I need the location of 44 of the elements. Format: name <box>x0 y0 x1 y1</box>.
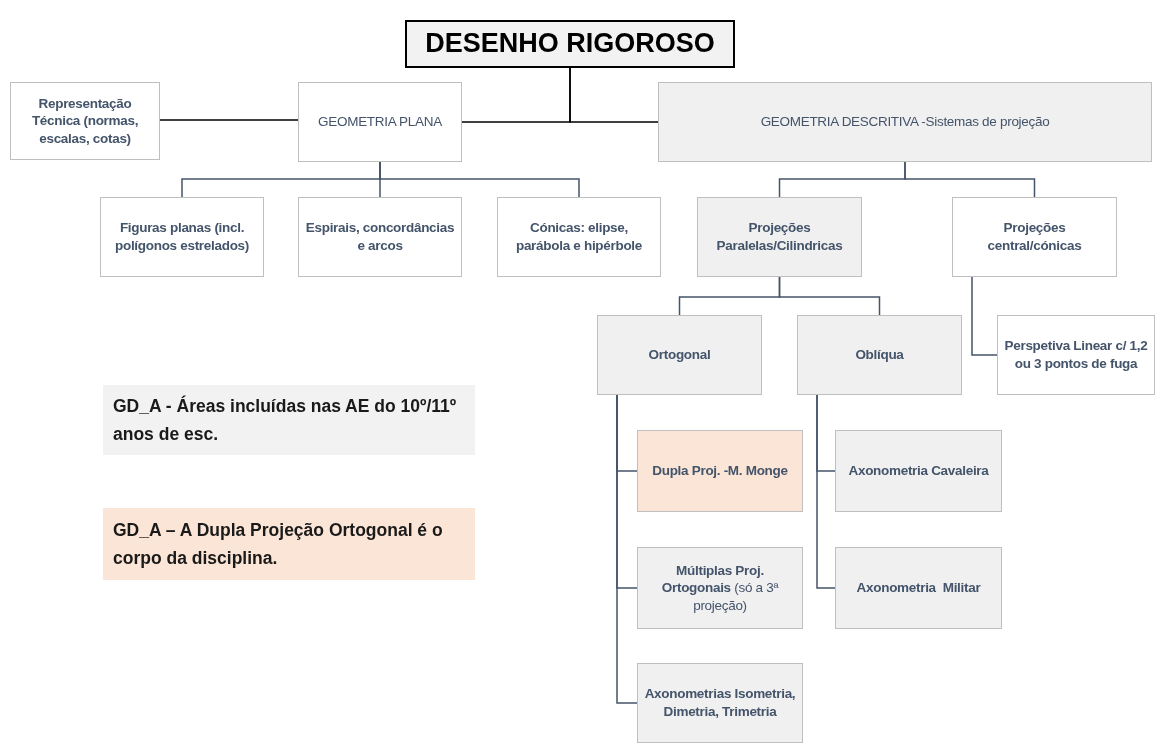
process-box <box>597 315 762 395</box>
process-box <box>997 315 1155 395</box>
connector-line <box>971 276 998 356</box>
node-text: Ortogonal <box>648 346 711 364</box>
process-box <box>497 197 661 277</box>
node-text: Múltiplas Proj. Ortogonais (só a 3ª projeção) <box>660 561 780 615</box>
node-text: Axonometrias Isometria, Dimetria, Trimetria <box>644 685 796 721</box>
title-box <box>405 20 735 68</box>
process-box <box>658 82 1152 162</box>
legend-text: GD_A – A Dupla Projeção Ortogonal é o corpo da disciplina. <box>113 519 444 570</box>
node-text: GEOMETRIA PLANA <box>318 113 442 131</box>
process-box <box>100 197 264 277</box>
process-box <box>797 315 962 395</box>
node-text: Axonometria Cavaleira <box>848 462 989 480</box>
process-box <box>835 547 1002 629</box>
node-text: Cónicas: elipse, parábola e hipérbole <box>514 219 643 255</box>
node-text: Projeções Paralelas/Cilindricas <box>715 219 844 255</box>
process-box <box>952 197 1117 277</box>
process-box <box>637 663 803 743</box>
process-box <box>835 430 1002 512</box>
process-box <box>298 82 462 162</box>
process-box <box>637 430 803 512</box>
node-text: Axonometria Militar <box>856 579 981 597</box>
process-box <box>10 82 160 160</box>
node-text: Representação Técnica (normas, escalas, cotas) <box>30 94 140 148</box>
node-text: Oblíqua <box>855 346 904 364</box>
connector-line <box>616 394 638 704</box>
title-text: DESENHO RIGOROSO <box>425 27 715 61</box>
node-text: Dupla Proj. -M. Monge <box>652 462 788 480</box>
connector-line <box>379 161 580 198</box>
node-text: Perspetiva Linear c/ 1,2 ou 3 pontos de fuga <box>1004 337 1148 373</box>
process-box <box>637 547 803 629</box>
connector-line <box>778 276 881 316</box>
node-text: Figuras planas (incl. polígonos estrelados) <box>114 219 250 255</box>
node-text: Espirais, concordâncias e arcos <box>305 219 455 255</box>
connector-line <box>816 394 836 589</box>
connector-line <box>159 119 299 121</box>
node-text: Projeções central/cónicas <box>986 219 1083 255</box>
node-text: GEOMETRIA DESCRITIVA -Sistemas de projeção <box>760 113 1050 131</box>
connector-line <box>904 161 1036 198</box>
process-box <box>298 197 462 277</box>
legend-text: GD_A - Áreas incluídas nas AE do 10º/11º anos de esc. <box>113 394 458 446</box>
process-box <box>697 197 862 277</box>
connector-line <box>569 67 659 123</box>
